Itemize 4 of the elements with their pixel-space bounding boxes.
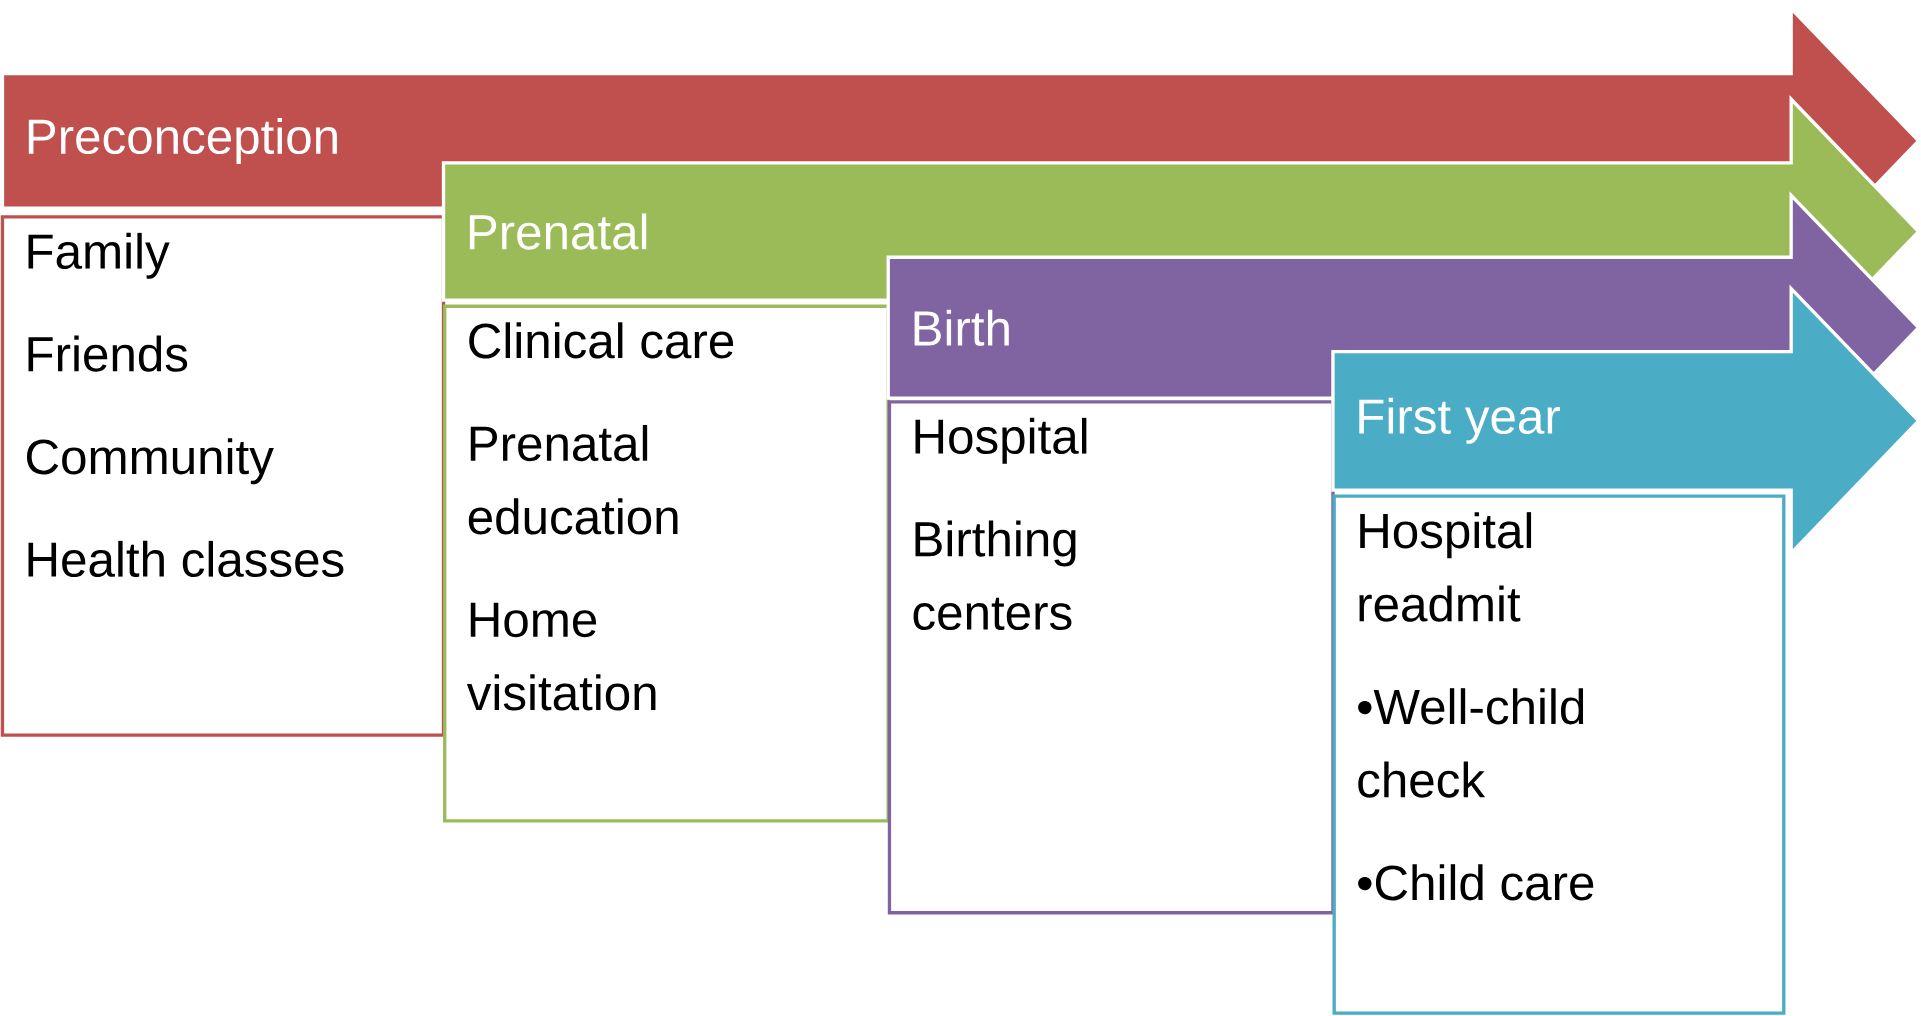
list-box: Family Friends Community Health classes bbox=[0, 215, 446, 737]
list-box: Hospital Birthing centers bbox=[887, 400, 1335, 915]
list-box: Clinical care Prenatal education Home visitation bbox=[443, 304, 890, 823]
list-box: Hospital readmit •Well-child check •Child care bbox=[1332, 494, 1786, 1016]
